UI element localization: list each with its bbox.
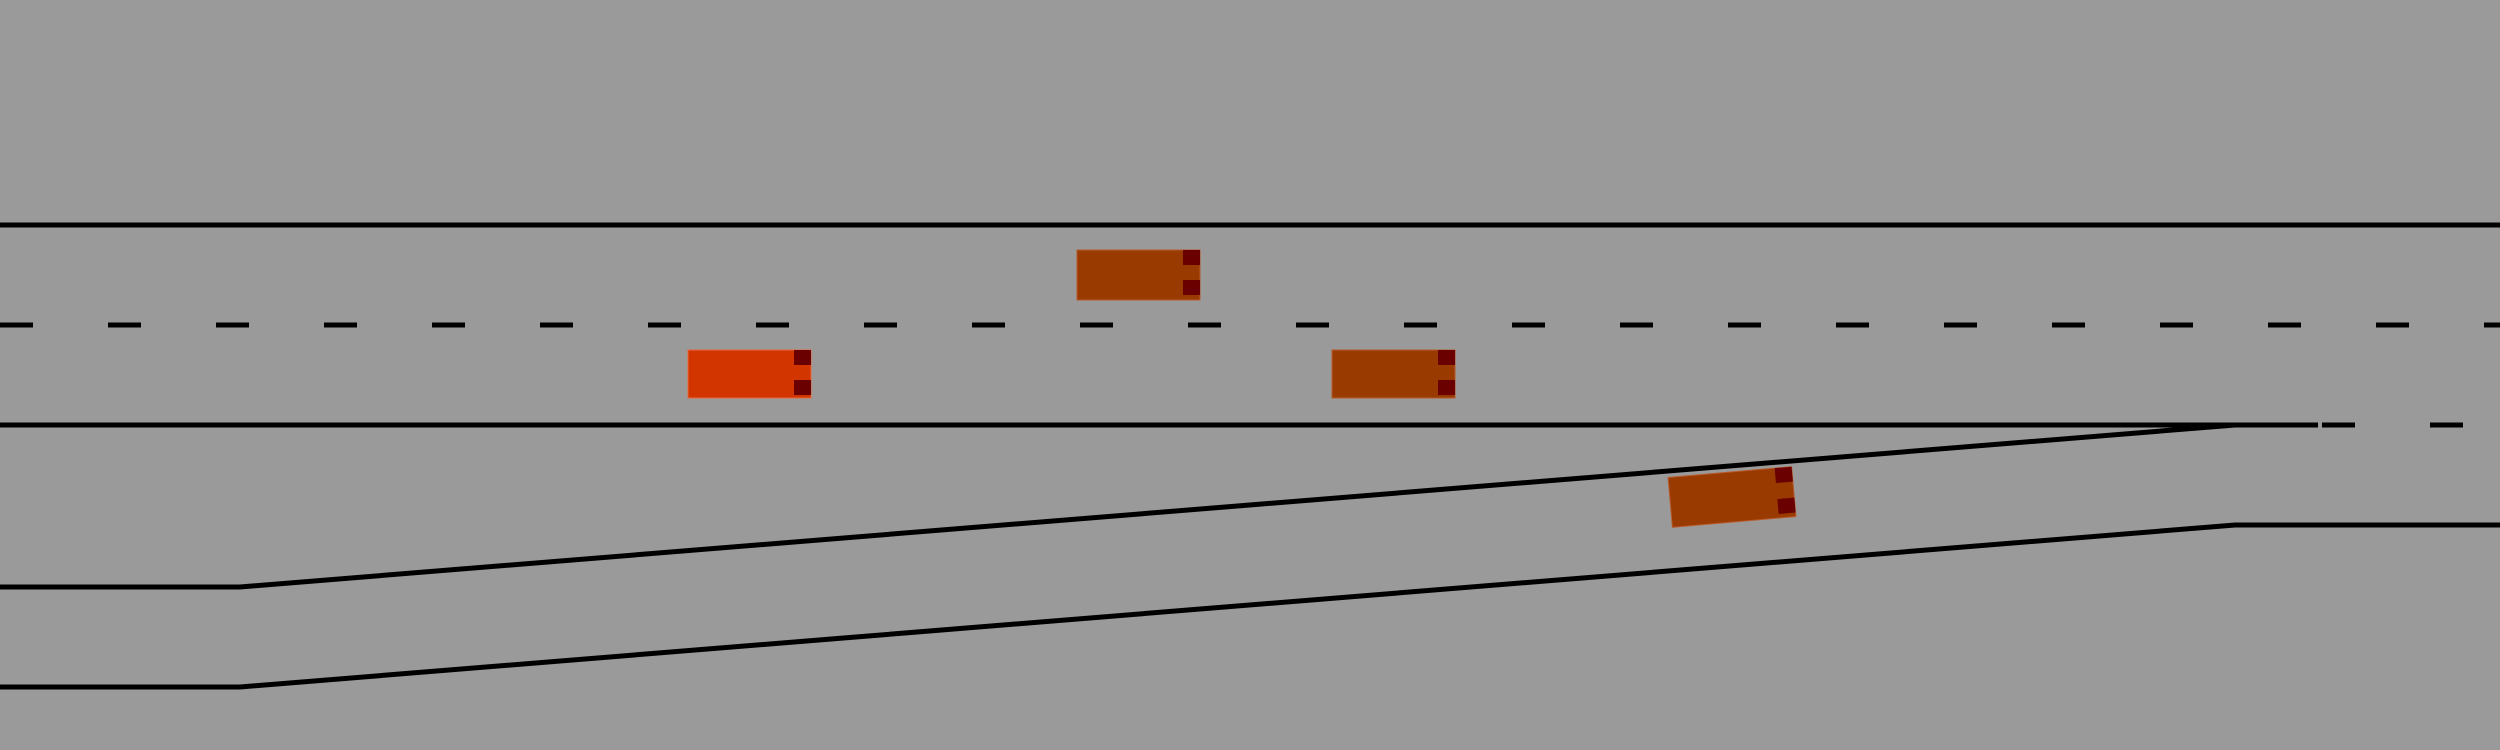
vehicle-traffic-main-right xyxy=(1331,349,1456,399)
vehicle-ego xyxy=(687,349,812,399)
taillight xyxy=(1438,350,1455,365)
vehicle-traffic-on-ramp xyxy=(1667,466,1797,528)
taillight xyxy=(1774,466,1793,484)
taillight xyxy=(1438,380,1455,395)
on-ramp-upper-edge xyxy=(0,422,2236,590)
vehicle-body xyxy=(1331,349,1456,399)
taillight xyxy=(1183,280,1200,295)
taillight xyxy=(1777,497,1796,514)
vehicle-traffic-main-left xyxy=(1076,249,1201,301)
vehicle-body xyxy=(687,349,812,399)
taillight xyxy=(1183,250,1200,265)
on-ramp-lower-edge xyxy=(0,522,2500,690)
taillight xyxy=(794,380,811,395)
vehicle-body xyxy=(1076,249,1201,301)
vehicle-body xyxy=(1667,466,1797,528)
taillight xyxy=(794,350,811,365)
